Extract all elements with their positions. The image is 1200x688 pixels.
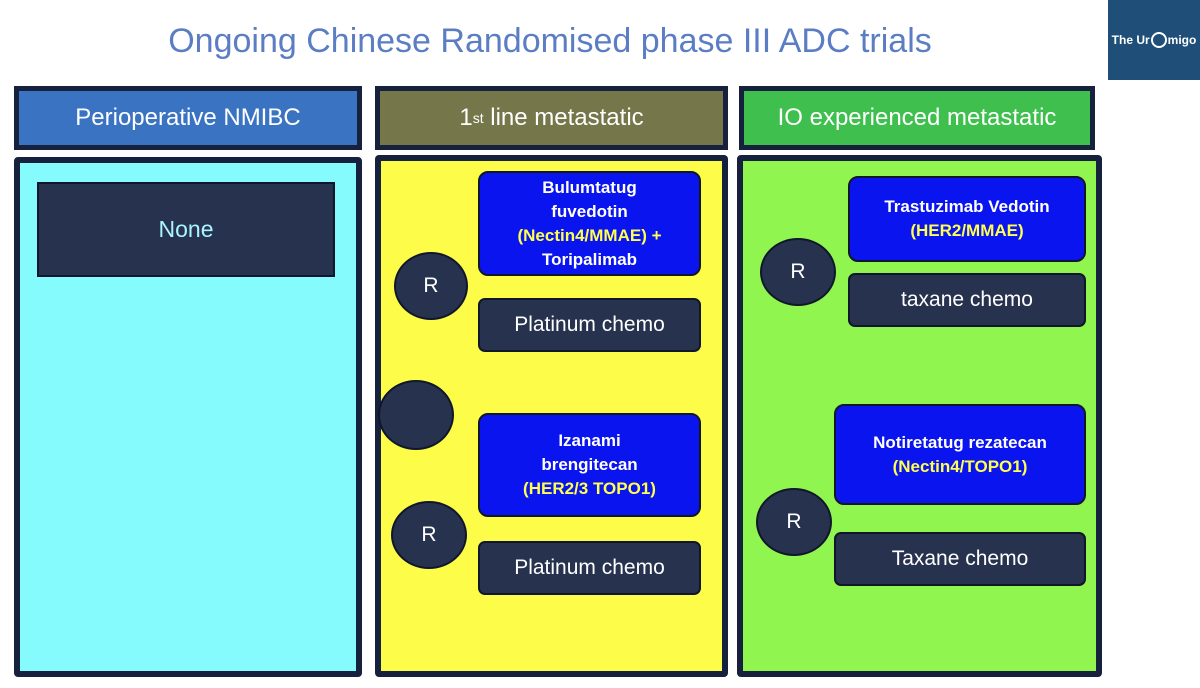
header-label: Perioperative NMIBC: [75, 104, 301, 131]
randomisation-circle: R: [394, 252, 468, 320]
none-label: None: [158, 216, 214, 242]
trial-target-line: (HER2/3 TOPO1): [523, 479, 656, 498]
logo: The Ur migo: [1108, 0, 1200, 80]
header-label-number: 1: [459, 104, 473, 131]
empty-circle: [378, 380, 454, 450]
header-label-superscript: st: [472, 110, 484, 126]
comparator-label: Platinum chemo: [514, 556, 665, 579]
header-perioperative-nmibc: Perioperative NMIBC: [14, 86, 362, 150]
comparator-box: taxane chemo: [848, 273, 1086, 327]
logo-text-right: migo: [1167, 33, 1197, 47]
none-box: None: [37, 182, 335, 277]
trial-extra-line: Toripalimab: [541, 249, 638, 269]
randomisation-label: R: [790, 260, 806, 283]
randomisation-circle: R: [756, 488, 832, 556]
header-label: IO experienced metastatic: [777, 104, 1057, 131]
trial-drug-line: fuvedotin: [551, 201, 628, 221]
randomisation-label: R: [423, 274, 439, 297]
trial-box-izanami: Izanami brengitecan (HER2/3 TOPO1): [478, 413, 701, 517]
header-label-rest: line metastatic: [483, 104, 644, 131]
comparator-box: Platinum chemo: [478, 298, 701, 352]
trial-box-bulumtatug: Bulumtatug fuvedotin (Nectin4/MMAE) + To…: [478, 171, 701, 276]
trial-drug-line: Notiretatug rezatecan: [873, 432, 1047, 452]
trial-target-line: (HER2/MMAE): [910, 221, 1024, 240]
comparator-label: Taxane chemo: [891, 547, 1029, 570]
randomisation-circle: R: [760, 238, 836, 306]
randomisation-label: R: [786, 510, 802, 533]
logo-seal-icon: [1150, 32, 1167, 48]
trial-drug-line: Trastuzimab Vedotin: [884, 197, 1050, 216]
randomisation-label: R: [421, 523, 437, 546]
header-io-experienced-metastatic: IO experienced metastatic: [739, 86, 1095, 150]
trial-target-line: (Nectin4/MMAE) +: [517, 225, 662, 245]
page-title: Ongoing Chinese Randomised phase III ADC…: [168, 22, 932, 60]
logo-text-left: The Ur: [1111, 33, 1150, 47]
trial-drug-line: Izanami: [558, 431, 621, 450]
trial-target-line: (Nectin4/TOPO1): [892, 456, 1028, 476]
trial-box-notiretatug-rezatecan: Notiretatug rezatecan (Nectin4/TOPO1): [834, 404, 1086, 505]
trial-drug-line: brengitecan: [541, 455, 638, 474]
randomisation-circle: R: [391, 501, 467, 569]
comparator-box: Taxane chemo: [834, 532, 1086, 586]
comparator-label: Platinum chemo: [514, 313, 665, 336]
trial-box-trastuzimab-vedotin: Trastuzimab Vedotin (HER2/MMAE): [848, 176, 1086, 262]
comparator-label: taxane chemo: [901, 288, 1033, 311]
trial-drug-line: Bulumtatug: [542, 177, 637, 197]
comparator-box: Platinum chemo: [478, 541, 701, 595]
